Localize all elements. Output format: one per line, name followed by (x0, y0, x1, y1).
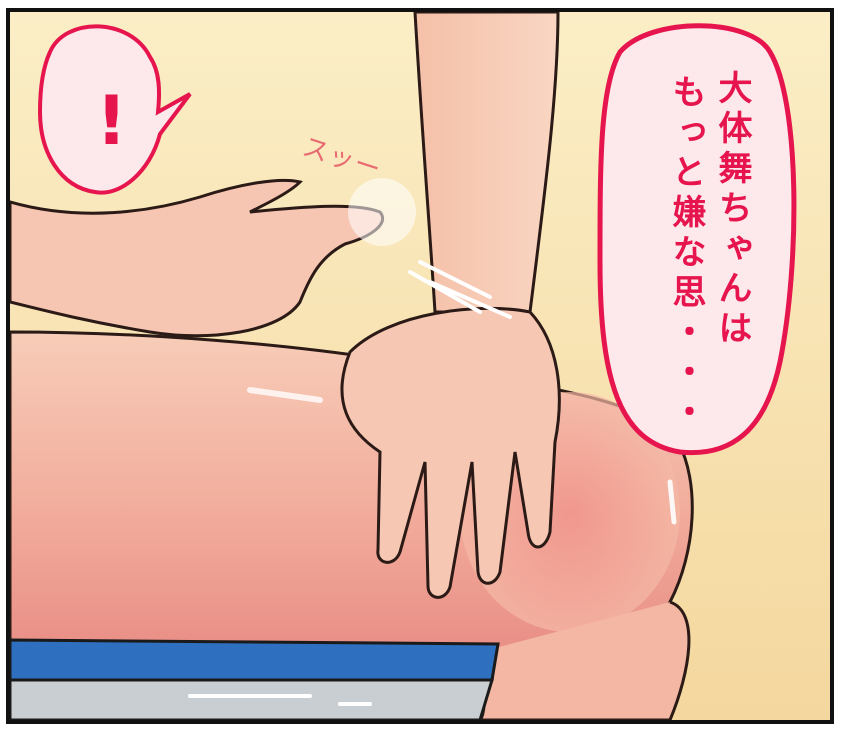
speech-bubble-right (597, 23, 797, 456)
upper-arm (413, 12, 560, 314)
speech-line-1: 大体舞ちゃんは (712, 70, 752, 350)
bench-seat (10, 638, 500, 682)
panel-artwork (10, 12, 830, 720)
exclamation-text: ! (96, 82, 128, 161)
sparkle (348, 178, 416, 246)
speech-line-2: もっと嫌な思・・・ (666, 74, 706, 434)
speech-bubble-left (37, 24, 192, 195)
bench-frame (10, 678, 495, 720)
hand-on-knee (340, 306, 561, 599)
motion-lines (408, 260, 512, 319)
comic-panel: ! 大体舞ちゃんは もっと嫌な思・・・ スッー (6, 8, 834, 724)
